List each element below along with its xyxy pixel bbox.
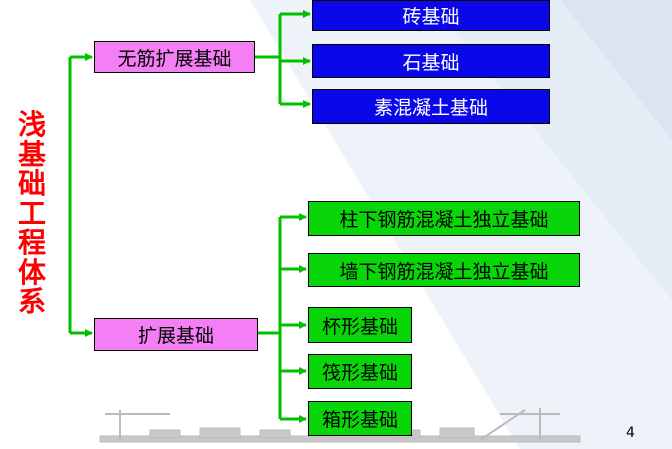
- item-box-1-2: 石基础: [312, 44, 550, 78]
- item-box-2-3: 杯形基础: [308, 307, 412, 343]
- page-number: 4: [626, 425, 635, 441]
- item-box-2-1: 柱下钢筋混凝土独立基础: [308, 201, 580, 236]
- item-box-2-2: 墙下钢筋混凝土独立基础: [308, 253, 580, 287]
- item-box-2-4: 筏形基础: [308, 354, 412, 389]
- item-box-1-3: 素混凝土基础: [312, 89, 550, 124]
- item-box-1-1: 砖基础: [312, 0, 550, 31]
- category-box-2: 扩展基础: [94, 318, 258, 351]
- item-box-2-5: 箱形基础: [308, 401, 412, 436]
- category-box-1: 无筋扩展基础: [94, 41, 255, 73]
- diagram-title: 浅基础工程体系: [17, 108, 46, 318]
